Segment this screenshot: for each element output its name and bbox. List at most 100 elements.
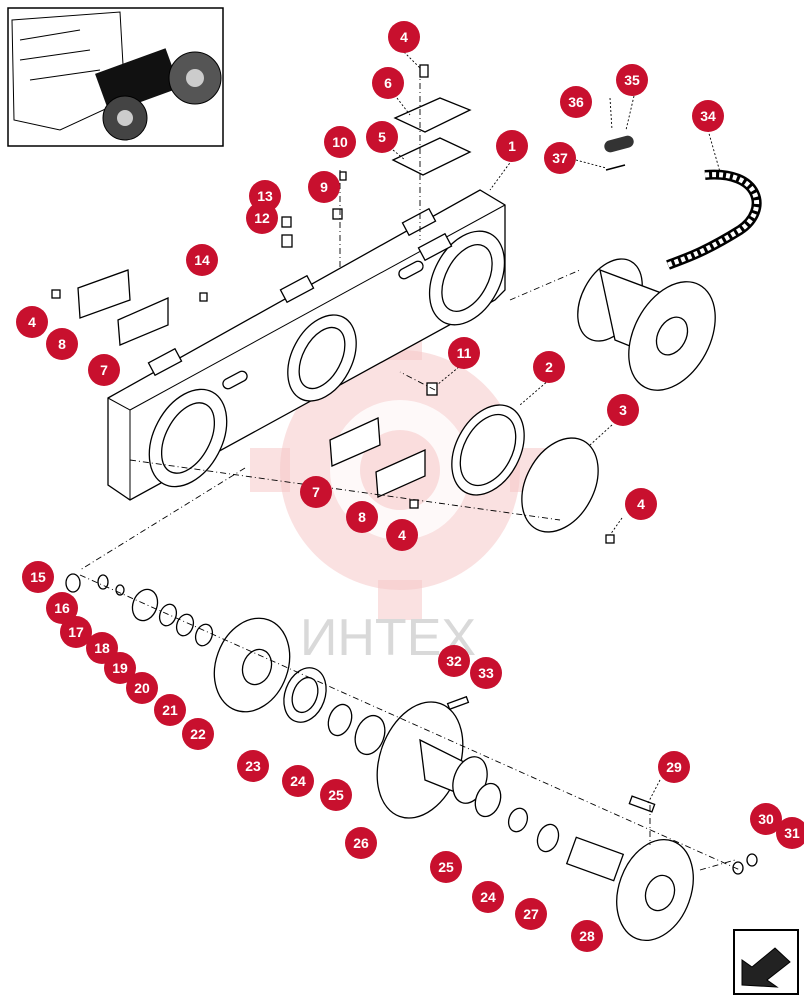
callout-marker xyxy=(438,645,470,677)
callout-label: 32 xyxy=(446,653,462,669)
callout-marker xyxy=(448,337,480,369)
callout-c28: 28 xyxy=(571,920,603,952)
callout-label: 31 xyxy=(784,825,800,841)
callout-c32: 32 xyxy=(438,645,470,677)
callout-label: 21 xyxy=(162,702,178,718)
callout-label: 19 xyxy=(112,660,128,676)
callout-marker xyxy=(658,751,690,783)
callout-label: 23 xyxy=(245,758,261,774)
callout-c6: 6 xyxy=(372,67,404,99)
callout-marker xyxy=(46,592,78,624)
callout-marker xyxy=(533,351,565,383)
callout-marker xyxy=(496,130,528,162)
callout-marker xyxy=(571,920,603,952)
callout-label: 7 xyxy=(312,484,320,500)
callout-marker xyxy=(308,171,340,203)
leader-lines xyxy=(392,51,721,804)
callout-marker xyxy=(320,779,352,811)
callout-marker xyxy=(776,817,804,849)
callout-marker xyxy=(346,501,378,533)
callout-c31: 31 xyxy=(776,817,804,849)
callout-marker xyxy=(237,750,269,782)
callout-c24a: 24 xyxy=(282,765,314,797)
callout-c36: 36 xyxy=(560,86,592,118)
callout-label: 14 xyxy=(194,252,210,268)
alignment-lines xyxy=(79,70,741,871)
callout-c29: 29 xyxy=(658,751,690,783)
callout-c35: 35 xyxy=(616,64,648,96)
callout-marker xyxy=(154,694,186,726)
callout-label: 24 xyxy=(480,889,496,905)
callout-label: 20 xyxy=(134,680,150,696)
callout-marker xyxy=(104,652,136,684)
callout-c2: 2 xyxy=(533,351,565,383)
callout-c8b: 8 xyxy=(346,501,378,533)
callout-marker xyxy=(430,851,462,883)
callout-label: 24 xyxy=(290,773,306,789)
callout-c7b: 7 xyxy=(300,476,332,508)
callout-marker xyxy=(22,561,54,593)
callout-c8a: 8 xyxy=(46,328,78,360)
callout-marker xyxy=(324,126,356,158)
callout-label: 25 xyxy=(328,787,344,803)
callout-c4b: 4 xyxy=(16,306,48,338)
callout-label: 4 xyxy=(28,314,36,330)
upper-sprocket-hub xyxy=(577,258,716,391)
callout-c17: 17 xyxy=(60,616,92,648)
flange-gasket xyxy=(451,404,525,496)
callout-label: 7 xyxy=(100,362,108,378)
drive-chain xyxy=(666,169,762,270)
callout-c33: 33 xyxy=(470,657,502,689)
callout-c23: 23 xyxy=(237,750,269,782)
callout-c15: 15 xyxy=(22,561,54,593)
callout-label: 27 xyxy=(523,906,539,922)
callout-c4d: 4 xyxy=(625,488,657,520)
callout-marker xyxy=(182,718,214,750)
callout-label: 28 xyxy=(579,928,595,944)
callout-marker xyxy=(88,354,120,386)
callout-label: 13 xyxy=(257,188,273,204)
callout-label: 12 xyxy=(254,210,270,226)
callout-marker xyxy=(300,476,332,508)
callout-marker xyxy=(750,803,782,835)
callout-marker xyxy=(46,328,78,360)
callout-label: 26 xyxy=(353,835,369,851)
callout-label: 16 xyxy=(54,600,70,616)
callout-marker xyxy=(515,898,547,930)
callout-marker xyxy=(345,827,377,859)
callout-marker xyxy=(692,100,724,132)
callout-c9: 9 xyxy=(308,171,340,203)
callout-marker xyxy=(60,616,92,648)
chain-link-parts xyxy=(604,135,634,171)
callout-c21: 21 xyxy=(154,694,186,726)
callout-marker xyxy=(16,306,48,338)
callout-marker xyxy=(616,64,648,96)
callout-c11: 11 xyxy=(448,337,480,369)
callout-c25a: 25 xyxy=(320,779,352,811)
side-cover-plates xyxy=(77,269,426,498)
callout-label: 8 xyxy=(358,509,366,525)
callout-label: 22 xyxy=(190,726,206,742)
callout-c20: 20 xyxy=(126,672,158,704)
callout-label: 29 xyxy=(666,759,682,775)
callout-label: 5 xyxy=(378,129,386,145)
callout-c22: 22 xyxy=(182,718,214,750)
flange-cover xyxy=(521,437,599,533)
callout-c10: 10 xyxy=(324,126,356,158)
callout-label: 30 xyxy=(758,811,774,827)
callout-c26: 26 xyxy=(345,827,377,859)
callout-marker xyxy=(470,657,502,689)
next-page-arrow-icon[interactable] xyxy=(733,929,799,995)
callout-c1: 1 xyxy=(496,130,528,162)
callout-marker xyxy=(472,881,504,913)
callout-label: 35 xyxy=(624,72,640,88)
small-fasteners xyxy=(51,64,615,544)
callout-label: 2 xyxy=(545,359,553,375)
callout-c7a: 7 xyxy=(88,354,120,386)
callout-marker xyxy=(607,394,639,426)
callout-label: 1 xyxy=(508,138,516,154)
callout-label: 17 xyxy=(68,624,84,640)
callout-label: 3 xyxy=(619,402,627,418)
callout-marker xyxy=(388,21,420,53)
